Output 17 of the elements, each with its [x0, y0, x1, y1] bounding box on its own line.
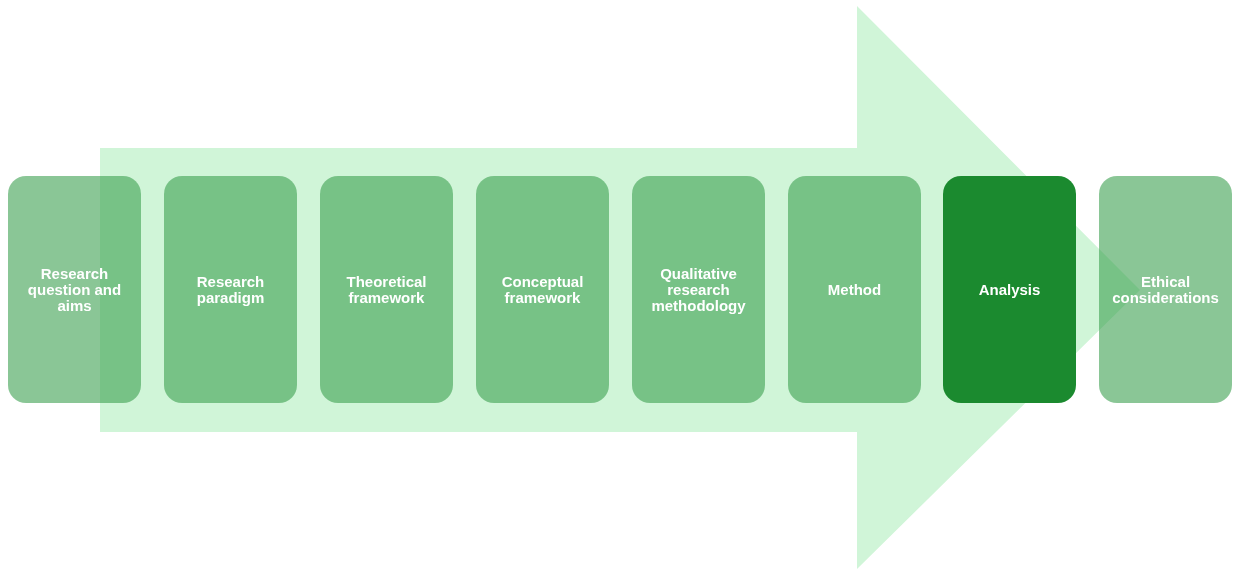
step-box	[320, 176, 453, 403]
step-label: Research paradigm	[195, 273, 266, 306]
step-box	[632, 176, 765, 403]
step-label: Qualitative research methodology	[650, 265, 747, 314]
step-box	[164, 176, 297, 403]
step-label: Method	[827, 281, 882, 298]
step-box	[476, 176, 609, 403]
step-label: Research question and aims	[26, 265, 123, 314]
step-label: Theoretical framework	[345, 273, 428, 306]
step-box	[8, 176, 141, 403]
step-box	[788, 176, 921, 403]
step-box	[943, 176, 1076, 403]
step-box	[1099, 176, 1232, 403]
step-label: Analysis	[978, 281, 1041, 298]
step-label: Conceptual framework	[500, 273, 585, 306]
step-label: Ethical considerations	[1111, 273, 1220, 306]
block-arrow	[100, 6, 1140, 569]
